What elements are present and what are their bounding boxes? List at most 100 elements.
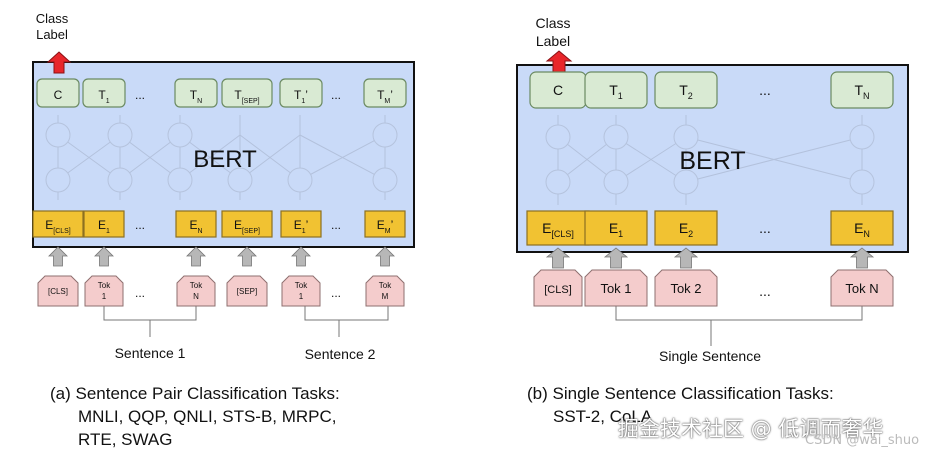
embedding-box [32,210,84,238]
single-sentence-label: Single Sentence [659,348,761,364]
up-arrow [48,246,68,267]
transformer-nodes-b [545,124,875,195]
transformer-connections-b [557,115,863,205]
caption-b-line-1: (b) Single Sentence Classification Tasks… [527,384,834,403]
token-ellipsis: ... [135,286,145,300]
output-label: T2 [679,82,693,101]
watermark-text: 掘金技术社区 @ 低调而奢华 [618,417,884,441]
output-label: TN [854,82,869,101]
class-label-b: Class Label [535,15,571,49]
token-ellipsis: ... [759,283,771,299]
token-label: Tok N [845,281,878,296]
output-row-b: C T1 T2... TN [529,71,894,109]
output-box [174,78,218,108]
output-box [363,78,407,108]
class-label-arrow-b [545,50,573,73]
embedding-label: EN [854,220,870,239]
embedding-label: E1 [609,220,623,239]
token-label: Tok 1 [600,281,631,296]
output-box [36,78,80,108]
up-arrow [94,246,114,267]
output-ellipsis: ... [331,88,341,102]
embedding-box [175,210,217,238]
embedding-box [654,210,718,246]
token-label: [SEP] [237,287,257,296]
output-box [221,78,273,108]
embedding-box [221,210,273,238]
token-index: 1 [102,292,107,301]
class-label-a: Class Label [35,11,69,42]
bert-label-b: BERT [679,147,746,175]
token-box [37,275,79,307]
caption-a-line-3: RTE, SWAG [78,430,173,449]
output-label: C [553,82,563,98]
token-box [365,275,405,307]
sentence-brackets-a [103,306,389,337]
output-label: T1 [98,88,109,105]
transformer-nodes-a [45,122,398,193]
embedding-box [280,210,322,238]
token-label: [CLS] [48,287,68,296]
token-box [226,275,268,307]
output-label: C [54,88,63,102]
output-box [654,71,718,109]
up-arrow [849,247,875,269]
embedding-ellipsis: ... [331,218,341,232]
embedding-ellipsis: ... [135,218,145,232]
token-box [281,275,321,307]
up-arrows-b [545,247,875,269]
embedding-label: E1’ [294,218,309,235]
sentence-1-label: Sentence 1 [114,345,186,361]
up-arrow [603,247,629,269]
output-label: T[SEP] [234,88,259,105]
watermark-csdn: CSDN @wai_shuo [805,433,920,448]
output-label: TN [190,88,202,105]
token-label: Tok [295,281,308,290]
output-label: TM’ [377,88,393,105]
up-arrows-a [48,246,395,267]
sentence-bracket-b [615,306,863,346]
output-label: T1 [609,82,623,101]
embedding-box [584,210,648,246]
up-arrow [375,246,395,267]
output-box [82,78,126,108]
token-box [84,275,124,307]
caption-b-line-2: SST-2, CoLA [553,407,653,426]
embedding-label: E[CLS] [542,220,574,239]
caption-a-line-1: (a) Sentence Pair Classification Tasks: [50,384,340,403]
embedding-box [83,210,125,238]
token-label: Tok [190,281,203,290]
caption-a-line-2: MNLI, QQP, QNLI, STS-B, MRPC, [78,407,337,426]
token-ellipsis: ... [331,286,341,300]
up-arrow [291,246,311,267]
output-label: T1’ [294,88,308,105]
token-label: Tok 2 [670,281,701,296]
sentence-2-label: Sentence 2 [304,346,376,362]
token-index: N [193,292,199,301]
output-row-a: C T1... TN T[SEP] T1’... TM’ [36,78,407,108]
embedding-ellipsis: ... [759,220,771,236]
transformer-connections-a [57,115,386,200]
output-ellipsis: ... [135,88,145,102]
token-box [533,269,583,307]
embedding-label: EM’ [377,218,394,235]
output-box [279,78,323,108]
bert-label-a: BERT [193,146,257,173]
output-ellipsis: ... [759,82,771,98]
token-box [176,275,216,307]
embedding-box [830,210,894,246]
embedding-label: E[SEP] [234,218,260,235]
up-arrow [186,246,206,267]
embedding-label: E[CLS] [45,218,71,235]
embedding-label: E1 [98,218,110,235]
token-label: Tok [98,281,111,290]
up-arrow [673,247,699,269]
output-box [830,71,894,109]
output-box [529,71,587,109]
